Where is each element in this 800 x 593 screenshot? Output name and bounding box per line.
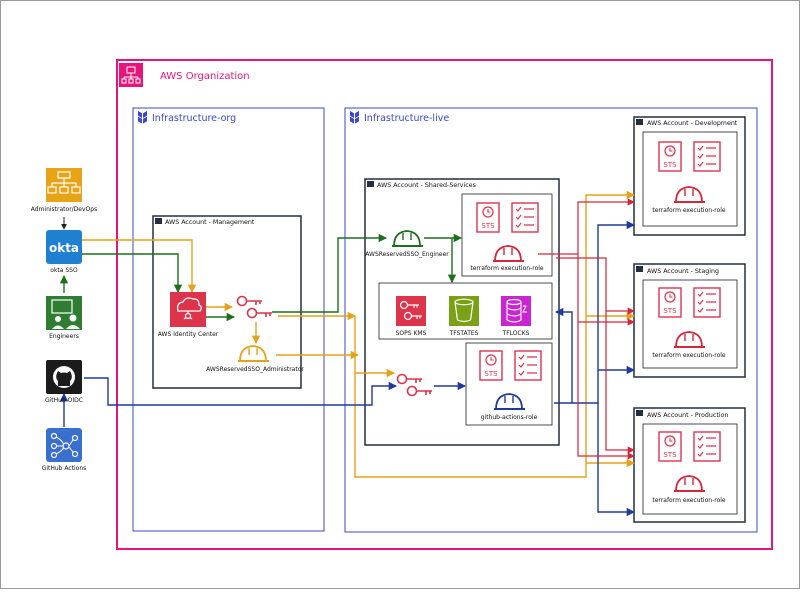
helmet-icon [674,331,705,348]
org-icon [119,63,143,87]
svg-text:STS: STS [481,222,495,230]
github-actions-icon [46,428,82,462]
helmet-icon [494,393,525,410]
sops-kms-label: SOPS KMS [396,330,427,337]
github-actions-label: GitHub Actions [42,465,87,472]
helmet-icon [238,345,269,362]
sts-icon: STS [658,431,682,462]
engineer-role-label: AWSReservedSSO_Engineer [365,251,449,258]
helmet-icon [493,245,524,262]
admin-role-label: AWSReservedSSO_Administrator [206,366,304,373]
account-shared-services-title: AWS Account - Shared-Services [377,182,476,189]
infrastructure-live-group [344,107,758,533]
infrastructure-org-group [132,107,325,532]
yellow-connectors [78,190,636,478]
account-management-title: AWS Account - Management [165,219,255,226]
key-icon [396,373,432,397]
aws-organization-box [116,59,773,550]
helmet-icon [674,475,705,492]
terraform-role-label: terraform execution-role [652,497,726,504]
terraform-role-label: terraform execution-role [652,207,726,214]
terraform-icon [138,111,147,124]
terraform-role-label: terraform execution-role [652,352,726,359]
svg-text:okta: okta [49,241,79,255]
checklist-icon [514,350,542,381]
okta-sso-label: okta SSO [50,267,78,274]
red-connectors [538,198,635,460]
github-oidc-label: GitHub OIDC [45,397,83,404]
account-icon [636,410,643,416]
identity-center-label: AWS Identity Center [158,331,219,338]
sts-icon: STS [658,287,682,318]
shared-github-box [465,342,553,426]
svg-text:STS: STS [663,307,677,315]
terraform-icon [350,111,359,124]
tfstates-label: TFSTATES [449,330,479,337]
identity-center-icon [170,292,206,327]
github-icon [46,360,82,394]
hierarchy-icon [46,168,82,202]
svg-text:STS: STS [663,451,677,459]
sts-icon: STS [476,202,500,233]
checklist-icon [693,287,721,318]
account-icon [155,218,162,224]
account-management-box [152,215,302,389]
account-icon [367,181,374,187]
infrastructure-live-title: Infrastructure-live [364,113,449,124]
helmet-icon [674,186,705,203]
checklist-icon [511,202,539,233]
shared-terraform-box [461,193,553,277]
blue-connectors [59,220,636,517]
engineers-icon [46,296,82,330]
dynamodb-icon [501,296,531,326]
account-production-title: AWS Account - Production [647,412,728,419]
account-development-title: AWS Account - Development [647,120,738,127]
checklist-icon [693,431,721,462]
s3-bucket-icon [449,296,479,326]
okta-icon: okta [46,230,82,264]
helmet-icon [392,230,423,247]
checklist-icon [693,141,721,172]
svg-text:STS: STS [484,370,498,378]
aws-organization-title: AWS Organization [160,71,250,82]
key-icon [236,295,272,319]
terraform-role-label: terraform execution-role [470,265,544,272]
admin-devops-label: Administrator/DevOps [31,206,97,213]
sts-icon: STS [479,350,503,381]
engineers-label: Engineers [49,333,79,340]
sts-icon: STS [658,141,682,172]
github-role-label: github-actions-role [481,414,538,421]
tflocks-label: TFLOCKS [502,330,530,337]
account-icon [636,119,643,125]
green-connectors [59,233,463,322]
account-icon [636,266,643,272]
svg-text:STS: STS [663,161,677,169]
account-staging-title: AWS Account - Staging [647,268,719,275]
infrastructure-org-title: Infrastructure-org [152,113,236,124]
kms-icon [396,296,426,326]
